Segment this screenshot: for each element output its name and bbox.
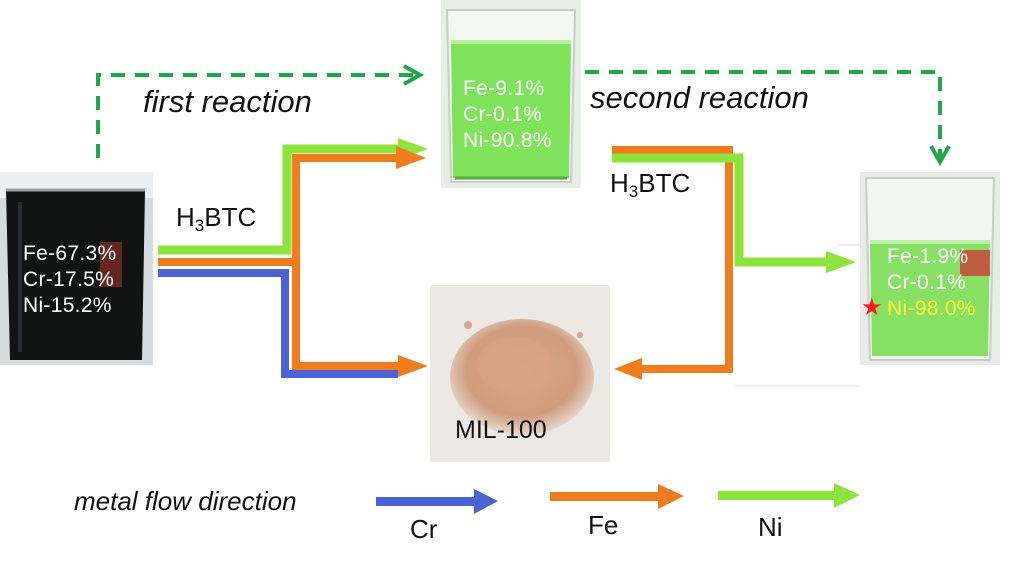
legend-arrow-cr (376, 489, 498, 514)
legend-label-fe: Fe (588, 510, 619, 540)
reagent-label-first: H3BTC (176, 202, 257, 235)
fe-flow-first-mil (158, 258, 428, 377)
powder-pile-icon (430, 285, 610, 462)
legend-title: metal flow direction (74, 486, 297, 516)
second-reaction-label: second reaction (590, 80, 809, 115)
mil-100-label: MIL-100 (455, 416, 547, 444)
first-reaction-label: first reaction (143, 84, 312, 119)
legend-label-ni: Ni (758, 512, 783, 542)
final-solution-beaker: Fe-1.9% Cr-0.1% ★ Ni-98.0% (860, 172, 1000, 365)
reagent-label-second: H3BTC (610, 168, 691, 201)
fe-flow-second (612, 146, 733, 380)
final-cr: Cr-0.1% (887, 271, 967, 294)
beaker-dark-icon (0, 172, 153, 365)
first-solution-beaker: Fe-9.1% Cr-0.1% Ni-90.8% (441, 0, 581, 188)
source-fe: Fe-67.3% (23, 242, 117, 265)
source-composition: Fe-67.3% Cr-17.5% Ni-15.2% (23, 241, 116, 319)
legend-arrow-ni (718, 483, 860, 508)
first-cr: Cr-0.1% (463, 103, 543, 126)
final-fe: Fe-1.9% (887, 245, 969, 268)
outline-line (735, 244, 860, 387)
source-ni: Ni-15.2% (23, 294, 112, 317)
star-icon: ★ (861, 294, 883, 321)
final-solution-composition: Fe-1.9% Cr-0.1% ★ Ni-98.0% (861, 244, 976, 322)
mil-100-powder (430, 285, 610, 462)
dashed-arrow-second-reaction (585, 70, 942, 158)
dashed-arrowhead-first (403, 64, 425, 86)
ni-flow-second (612, 153, 856, 273)
first-fe: Fe-9.1% (463, 77, 545, 100)
first-ni: Ni-90.8% (463, 129, 552, 152)
legend-label-cr: Cr (410, 514, 438, 544)
source-beaker: Fe-67.3% Cr-17.5% Ni-15.2% (0, 172, 153, 365)
first-solution-composition: Fe-9.1% Cr-0.1% Ni-90.8% (463, 76, 552, 154)
dashed-arrowhead-second (929, 145, 951, 167)
final-ni: Ni-98.0% (887, 297, 976, 320)
cr-flow-first-mil (158, 269, 398, 378)
beaker-green-final-icon (860, 172, 1000, 365)
legend-arrow-fe (550, 484, 684, 509)
beaker-green-icon (441, 0, 581, 188)
dashed-arrow-first-reaction (96, 73, 418, 158)
source-cr: Cr-17.5% (23, 268, 115, 291)
final-ni-row: ★ Ni-98.0% (861, 295, 976, 322)
